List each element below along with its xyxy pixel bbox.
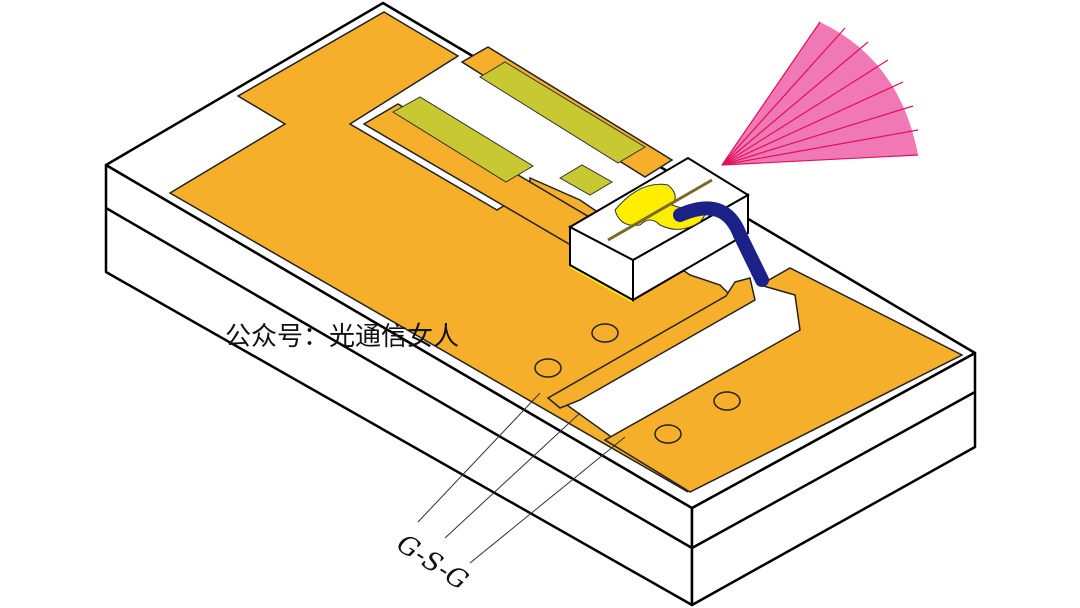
- via: [591, 323, 619, 343]
- ground-pad-right: [603, 267, 964, 493]
- layer-line-left: [105, 206, 693, 550]
- watermark-text: 公众号：光通信女人: [225, 322, 459, 352]
- via: [713, 391, 741, 411]
- bond-wire: [673, 201, 769, 287]
- layer-line-right: [691, 390, 976, 550]
- ridge-waveguide: [607, 178, 713, 242]
- via: [534, 358, 562, 378]
- stripe-3: [559, 164, 613, 196]
- signal-trace: [546, 277, 756, 409]
- leader-lines: [417, 392, 626, 564]
- laser-beam: [721, 21, 919, 166]
- via: [654, 424, 682, 444]
- resistor-stripes: [392, 61, 646, 196]
- gsg-label: G-S-G: [391, 529, 473, 597]
- beam-cone: [722, 22, 918, 165]
- stripe-2: [479, 61, 646, 164]
- laser-chip: [567, 156, 750, 303]
- vias: [534, 323, 741, 444]
- stripe-1: [392, 96, 534, 183]
